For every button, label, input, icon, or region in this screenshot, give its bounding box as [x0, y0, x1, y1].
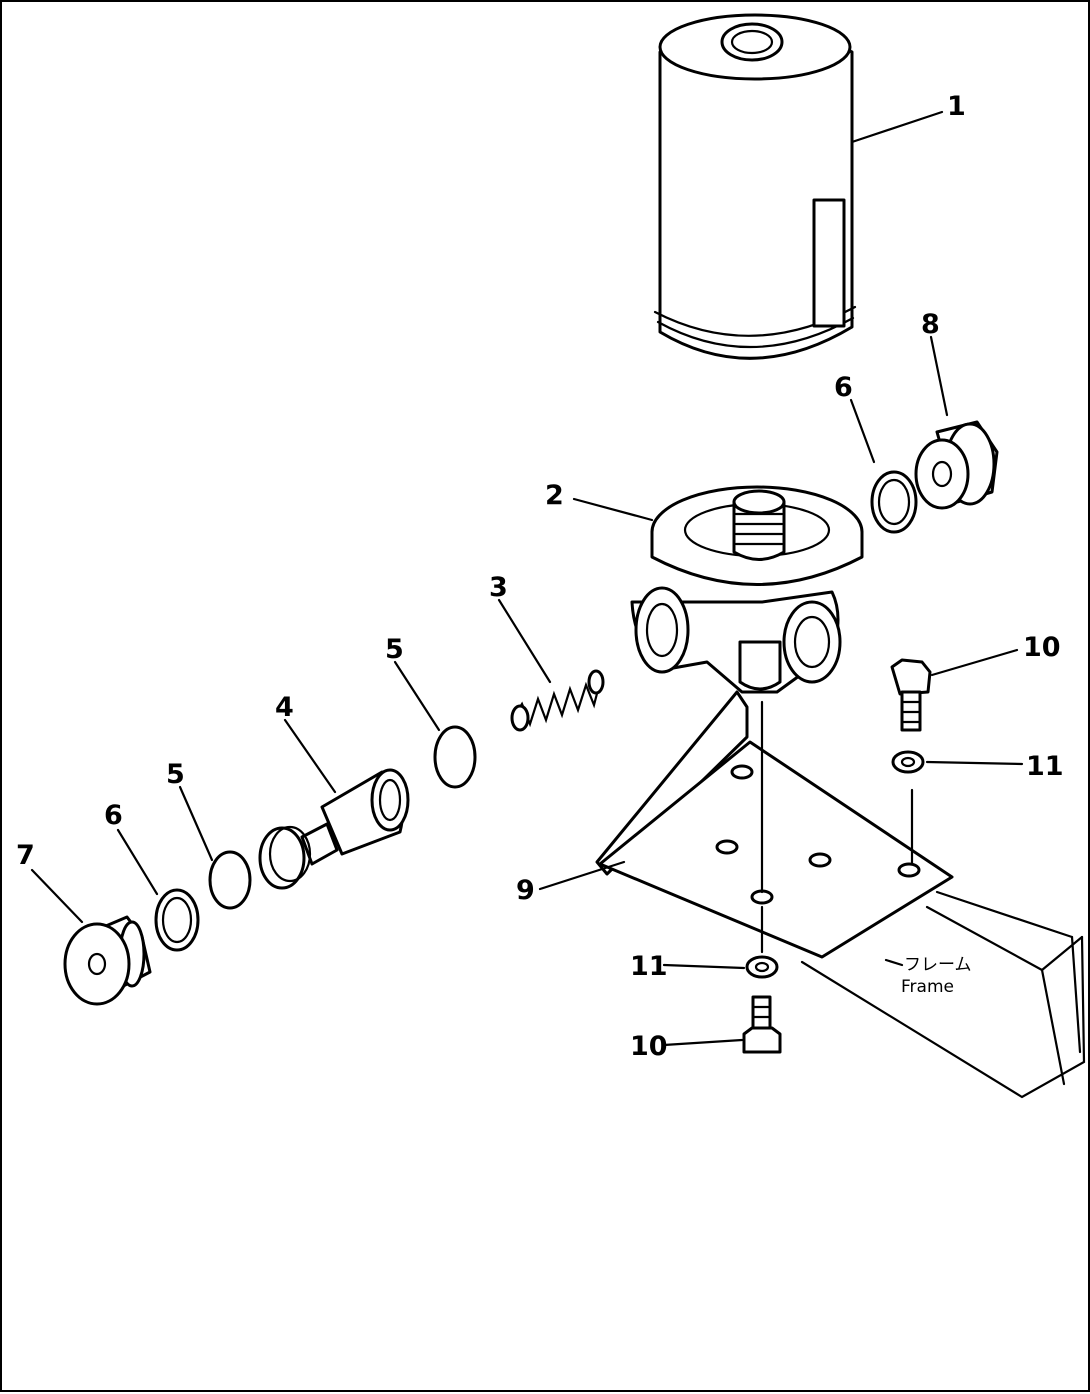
assembly-axis-lines [760, 700, 914, 954]
filter-cartridge [653, 13, 857, 360]
valve-plunger [258, 768, 410, 890]
washer-right [870, 470, 918, 534]
callout-numbers: 1 2 3 4 5 5 6 6 7 8 9 10 10 11 11 [16, 91, 1064, 1062]
mounting-bracket [595, 690, 954, 959]
callout-10-upper: 10 [1023, 632, 1061, 663]
callout-5-lower: 5 [166, 759, 185, 790]
frame-label-japanese: フレーム [904, 955, 972, 975]
callout-4: 4 [275, 692, 294, 723]
callout-9: 9 [516, 875, 535, 906]
callout-6-right: 6 [834, 372, 853, 403]
callout-3: 3 [489, 572, 508, 603]
o-ring-upper [433, 725, 477, 789]
callout-1: 1 [947, 91, 966, 122]
callout-11-lower: 11 [630, 951, 668, 982]
callout-7: 7 [16, 840, 35, 871]
leader-lines [30, 110, 1024, 1047]
callout-8: 8 [921, 309, 940, 340]
o-ring-lower [208, 850, 252, 910]
lock-washer-lower [745, 955, 779, 979]
frame-label: フレーム Frame [901, 955, 972, 997]
frame-rail [800, 890, 1086, 1099]
callout-5-upper: 5 [385, 634, 404, 665]
lock-washer-upper [891, 750, 925, 774]
spring [510, 669, 605, 732]
plug-left [63, 915, 152, 1006]
callout-2: 2 [545, 480, 564, 511]
callout-10-lower: 10 [630, 1031, 668, 1062]
plug-right [914, 420, 999, 510]
washer-left [154, 888, 200, 952]
callout-6-left: 6 [104, 800, 123, 831]
bolt-upper [890, 658, 932, 732]
filter-head [630, 485, 864, 694]
bolt-lower [742, 995, 782, 1054]
frame-label-english: Frame [901, 977, 954, 997]
callout-11-upper: 11 [1026, 751, 1064, 782]
